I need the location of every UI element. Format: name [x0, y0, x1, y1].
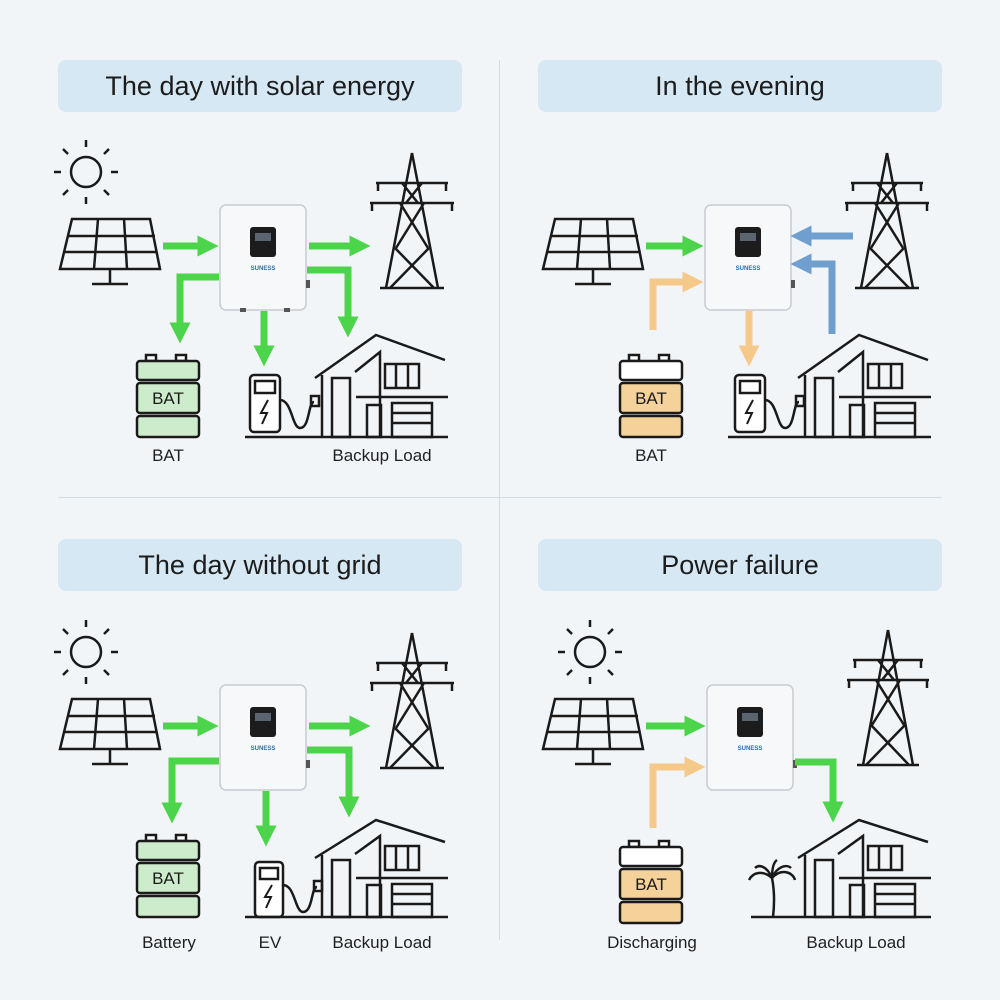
ev-label: EV	[258, 933, 282, 952]
battery-icon: BAT	[618, 353, 684, 439]
battery-label: Battery	[142, 933, 196, 952]
svg-text:SUNESS: SUNESS	[736, 266, 761, 272]
power-tower-icon	[847, 629, 929, 767]
inverter-icon: SUNESS	[219, 204, 310, 312]
battery-label: Discharging	[607, 933, 697, 952]
battery-icon: BAT	[618, 839, 684, 925]
battery-label: BAT	[635, 446, 667, 465]
ev-charger-icon	[253, 860, 324, 919]
svg-text:SUNESS: SUNESS	[738, 746, 763, 752]
battery-icon: BAT	[135, 833, 201, 919]
panel-title: In the evening	[538, 60, 942, 112]
inverter-icon: SUNESS	[706, 684, 797, 791]
solar-panel-icon	[58, 217, 162, 286]
panel-title: The day with solar energy	[58, 60, 462, 112]
solar-panel-icon	[541, 217, 645, 286]
load-label: Backup Load	[806, 933, 906, 952]
power-tower-icon	[370, 632, 454, 770]
svg-text:SUNESS: SUNESS	[251, 746, 276, 752]
energy-flow-arrows	[163, 235, 371, 367]
svg-text:SUNESS: SUNESS	[251, 266, 276, 272]
power-tower-icon	[370, 152, 454, 290]
battery-label: BAT	[152, 446, 184, 465]
inverter-icon: SUNESS	[704, 204, 795, 311]
sun-icon	[558, 620, 622, 684]
horizontal-divider	[58, 497, 942, 498]
inverter-icon: SUNESS	[219, 684, 310, 791]
power-tower-icon	[845, 152, 929, 290]
svg-text:BAT: BAT	[152, 869, 184, 888]
load-label: Backup Load	[332, 446, 432, 465]
house-icon	[728, 333, 931, 439]
palm-tree-icon	[747, 858, 797, 918]
load-label: Backup Load	[332, 933, 432, 952]
svg-text:BAT: BAT	[635, 389, 667, 408]
vertical-divider	[499, 60, 500, 940]
solar-panel-icon	[541, 697, 645, 766]
house-icon	[245, 333, 448, 439]
energy-flow-arrows	[646, 225, 853, 367]
ev-charger-icon	[733, 373, 806, 434]
panel-title: The day without grid	[58, 539, 462, 591]
sun-icon	[54, 140, 118, 204]
energy-flow-arrows	[646, 715, 844, 828]
ev-charger-icon	[248, 373, 321, 434]
solar-panel-icon	[58, 697, 162, 766]
house-icon	[245, 818, 448, 919]
sun-icon	[54, 620, 118, 684]
svg-text:BAT: BAT	[635, 875, 667, 894]
panel-title: Power failure	[538, 539, 942, 591]
energy-flow-arrows	[161, 715, 371, 847]
svg-text:BAT: BAT	[152, 389, 184, 408]
battery-icon: BAT	[135, 353, 201, 439]
house-icon	[751, 818, 931, 919]
